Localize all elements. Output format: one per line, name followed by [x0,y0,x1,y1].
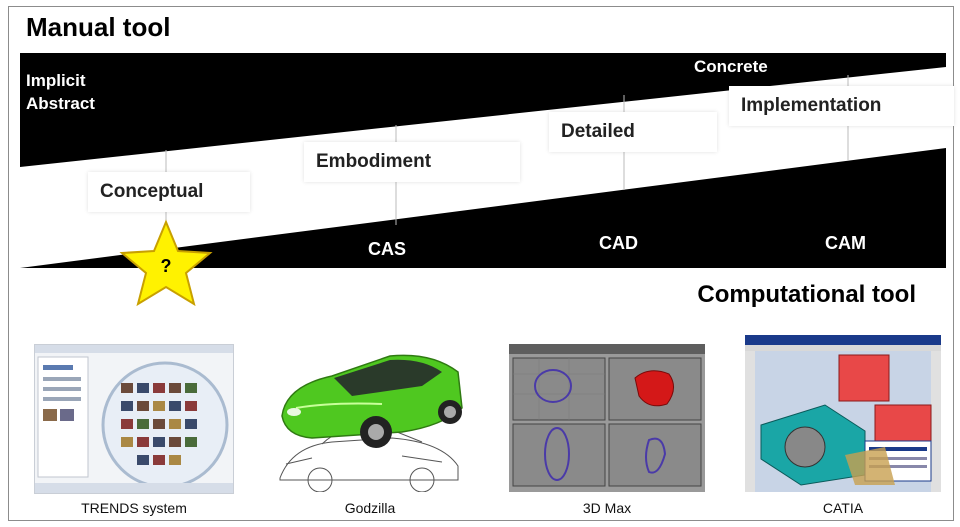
caption-3d-max: 3D Max [582,500,632,516]
cad-label: CAD [599,233,638,253]
manual-tool-wedge [20,53,946,167]
concrete-label: Concrete [694,57,768,76]
3d-max-screenshot [509,344,705,492]
stage-embodiment: Embodiment [304,142,520,182]
stage-conceptual: Conceptual [88,172,250,212]
cam-label: CAM [825,233,866,253]
caption-trends-system: TRENDS system [81,500,187,516]
star-shape [119,219,213,307]
implicit-label: Implicit [26,71,86,90]
slide-frame [8,6,954,521]
stage-detailed: Detailed [549,112,717,152]
trends-system-screenshot [34,344,234,494]
caption-catia: CATIA [822,500,864,516]
computational-tool-title: Computational tool [697,281,916,308]
computational-tool-wedge [20,148,946,268]
godzilla-screenshot [272,346,468,492]
catia-screenshot [745,335,941,492]
manual-tool-title: Manual tool [26,12,171,42]
star-question-mark: ? [161,256,172,276]
caption-godzilla: Godzilla [344,500,396,516]
abstract-label: Abstract [26,94,95,113]
stage-implementation: Implementation [729,86,954,126]
cas-label: CAS [368,239,407,259]
